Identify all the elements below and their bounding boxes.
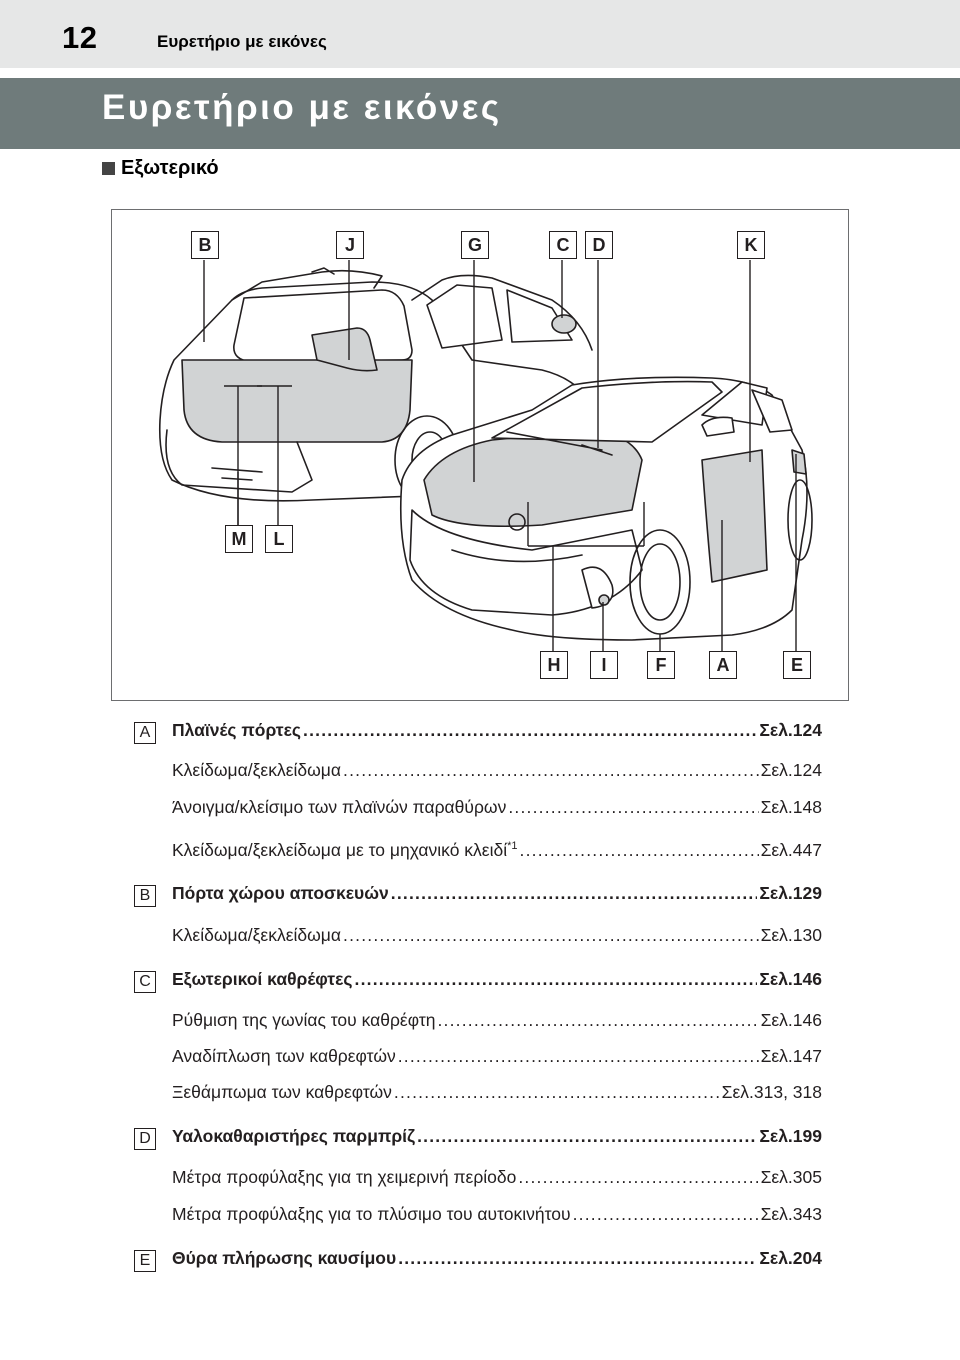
callout-a: A xyxy=(709,651,737,679)
leader-dots xyxy=(398,1046,759,1067)
leader-dots xyxy=(437,1010,758,1031)
callout-f: F xyxy=(647,651,675,679)
entry-title: Άνοιγμα/κλείσιμο των πλαϊνών παραθύρων xyxy=(172,797,507,817)
entry-letter: E xyxy=(134,1250,156,1272)
entry-title: Κλείδωμα/ξεκλείδωμα με το μηχανικό κλειδ… xyxy=(172,840,518,861)
entry-page-ref[interactable]: Σελ.305 xyxy=(760,1167,822,1187)
index-entry-sub[interactable]: Ξεθάμπωμα των καθρεφτών Σελ.313, 318 xyxy=(172,1082,822,1103)
callout-d: D xyxy=(585,231,613,259)
leader-dots xyxy=(394,1082,720,1103)
page-number: 12 xyxy=(62,20,98,55)
page-title: Ευρετήριο με εικόνες xyxy=(102,88,502,127)
entry-page-ref[interactable]: Σελ.313, 318 xyxy=(721,1082,822,1102)
leader-dots xyxy=(417,1126,757,1147)
index-entry-main[interactable]: Πλαϊνές πόρτες Σελ.124 xyxy=(172,720,822,741)
leader-dots xyxy=(355,969,758,990)
entry-page-ref[interactable]: Σελ.124 xyxy=(759,720,822,740)
entry-title: Αναδίπλωση των καθρεφτών xyxy=(172,1046,396,1066)
index-entry-sub[interactable]: Μέτρα προφύλαξης για τη χειμερινή περίοδ… xyxy=(172,1167,822,1188)
entry-title: Υαλοκαθαριστήρες παρμπρίζ xyxy=(172,1126,416,1146)
leader-dots xyxy=(398,1248,757,1269)
entry-page-ref[interactable]: Σελ.146 xyxy=(759,969,822,989)
index-entry-sub[interactable]: Κλείδωμα/ξεκλείδωμα Σελ.124 xyxy=(172,760,822,781)
index-entry-sub[interactable]: Ρύθμιση της γωνίας του καθρέφτη Σελ.146 xyxy=(172,1010,822,1031)
entry-title: Ξεθάμπωμα των καθρεφτών xyxy=(172,1082,392,1102)
entry-page-ref[interactable]: Σελ.124 xyxy=(760,760,822,780)
index-entry-sub[interactable]: Κλείδωμα/ξεκλείδωμα με το μηχανικό κλειδ… xyxy=(172,840,822,861)
leader-dots xyxy=(518,1167,758,1188)
entry-title: Κλείδωμα/ξεκλείδωμα xyxy=(172,760,342,780)
callout-b: B xyxy=(191,231,219,259)
leader-dots xyxy=(303,720,757,741)
entry-page-ref[interactable]: Σελ.343 xyxy=(760,1204,822,1224)
entry-page-ref[interactable]: Σελ.204 xyxy=(759,1248,822,1268)
entry-title: Πλαϊνές πόρτες xyxy=(172,720,302,740)
callout-e: E xyxy=(783,651,811,679)
entry-title: Μέτρα προφύλαξης για το πλύσιμο του αυτο… xyxy=(172,1204,571,1224)
callout-l: L xyxy=(265,525,293,553)
car-drawing xyxy=(158,260,813,652)
entry-page-ref[interactable]: Σελ.146 xyxy=(760,1010,822,1030)
leader-dots xyxy=(520,840,759,861)
index-entry-main[interactable]: Θύρα πλήρωσης καυσίμου Σελ.204 xyxy=(172,1248,822,1269)
entry-title: Πόρτα χώρου αποσκευών xyxy=(172,883,389,903)
index-entry-sub[interactable]: Μέτρα προφύλαξης για το πλύσιμο του αυτο… xyxy=(172,1204,822,1225)
callout-m: M xyxy=(225,525,253,553)
leader-dots xyxy=(343,760,759,781)
entry-title: Μέτρα προφύλαξης για τη χειμερινή περίοδ… xyxy=(172,1167,517,1187)
entry-page-ref[interactable]: Σελ.447 xyxy=(760,840,822,860)
entry-letter: D xyxy=(134,1128,156,1150)
callout-k: K xyxy=(737,231,765,259)
entry-letter: B xyxy=(134,885,156,907)
running-header xyxy=(0,0,960,68)
running-title: Ευρετήριο με εικόνες xyxy=(157,32,327,51)
entry-page-ref[interactable]: Σελ.129 xyxy=(759,883,822,903)
entry-letter: C xyxy=(134,971,156,993)
car-exterior-illustration: B J G C D K M L H I F A E xyxy=(111,209,849,701)
entry-page-ref[interactable]: Σελ.148 xyxy=(760,797,822,817)
entry-title-text: Κλείδωμα/ξεκλείδωμα με το μηχανικό κλειδ… xyxy=(172,840,508,860)
section-heading: Εξωτερικό xyxy=(102,157,219,180)
leader-dots xyxy=(573,1204,759,1225)
entry-title: Θύρα πλήρωσης καυσίμου xyxy=(172,1248,397,1268)
square-bullet-icon xyxy=(102,162,115,175)
entry-page-ref[interactable]: Σελ.130 xyxy=(760,925,822,945)
entry-page-ref[interactable]: Σελ.199 xyxy=(759,1126,822,1146)
leader-dots xyxy=(508,797,758,818)
entry-title: Κλείδωμα/ξεκλείδωμα xyxy=(172,925,342,945)
index-entry-sub[interactable]: Αναδίπλωση των καθρεφτών Σελ.147 xyxy=(172,1046,822,1067)
callout-h: H xyxy=(540,651,568,679)
entry-page-ref[interactable]: Σελ.147 xyxy=(760,1046,822,1066)
entry-title: Ρύθμιση της γωνίας του καθρέφτη xyxy=(172,1010,436,1030)
index-entry-sub[interactable]: Άνοιγμα/κλείσιμο των πλαϊνών παραθύρων Σε… xyxy=(172,797,822,818)
index-entry-sub[interactable]: Κλείδωμα/ξεκλείδωμα Σελ.130 xyxy=(172,925,822,946)
entry-title: Εξωτερικοί καθρέφτες xyxy=(172,969,353,989)
entry-letter: A xyxy=(134,722,156,744)
callout-j: J xyxy=(336,231,364,259)
index-entry-main[interactable]: Πόρτα χώρου αποσκευών Σελ.129 xyxy=(172,883,822,904)
callout-i: I xyxy=(590,651,618,679)
footnote-marker: *1 xyxy=(507,840,518,853)
leader-dots xyxy=(391,883,758,904)
section-heading-text: Εξωτερικό xyxy=(121,157,219,179)
leader-dots xyxy=(343,925,759,946)
index-entry-main[interactable]: Υαλοκαθαριστήρες παρμπρίζ Σελ.199 xyxy=(172,1126,822,1147)
callout-g: G xyxy=(461,231,489,259)
title-band xyxy=(0,78,960,149)
index-entry-main[interactable]: Εξωτερικοί καθρέφτες Σελ.146 xyxy=(172,969,822,990)
callout-c: C xyxy=(549,231,577,259)
